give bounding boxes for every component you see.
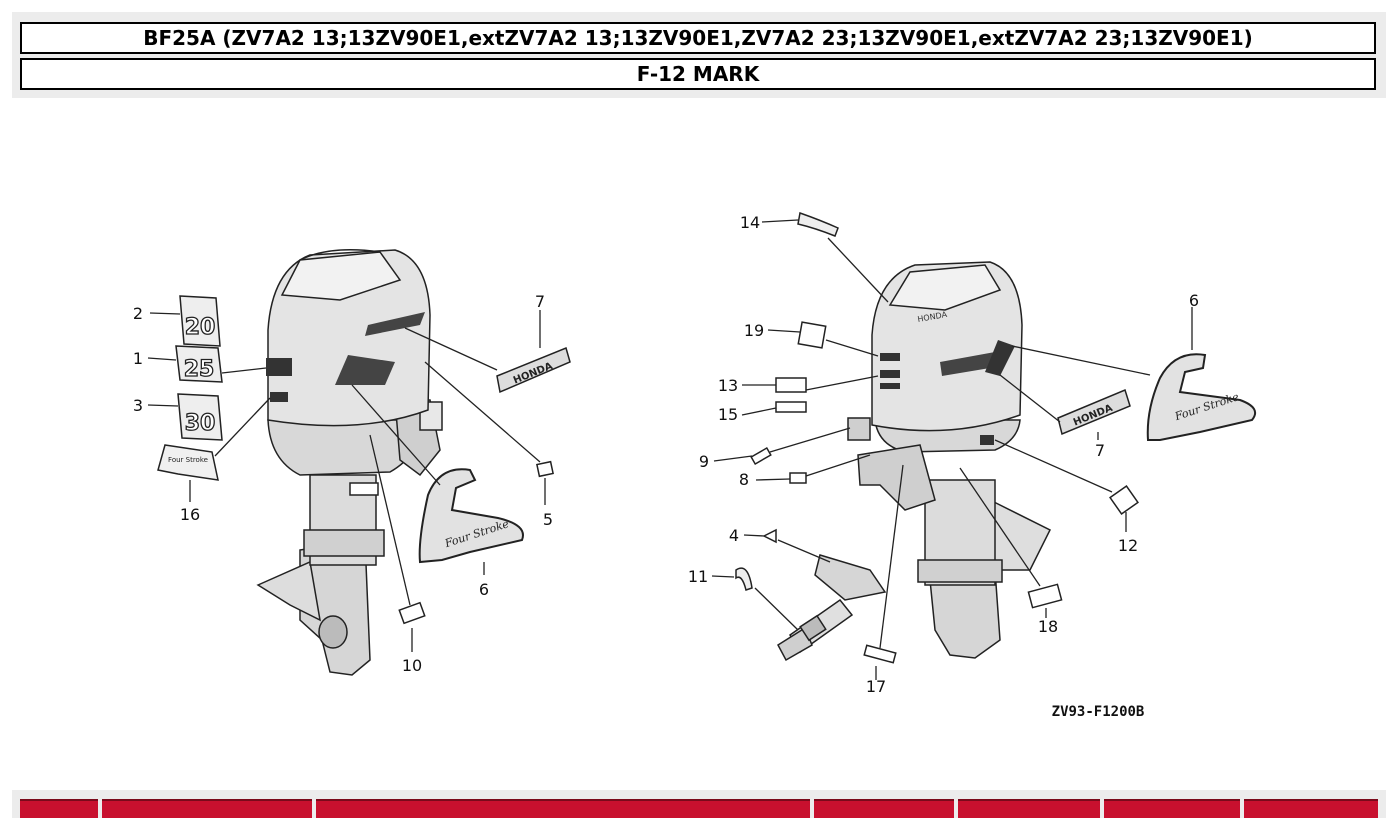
decal-11 — [735, 567, 753, 591]
tiller-handle — [777, 554, 887, 662]
table-header-cell — [1104, 799, 1240, 818]
callout-6-right: 6 — [1189, 291, 1199, 310]
decal-19 — [797, 321, 827, 349]
svg-text:Four Stroke: Four Stroke — [168, 456, 208, 464]
callout-18: 18 — [1038, 617, 1058, 636]
table-header-cell — [958, 799, 1100, 818]
callout-6: 6 — [479, 580, 489, 599]
section-title: F-12 MARK — [20, 58, 1376, 90]
decal-15 — [775, 401, 807, 413]
callout-17: 17 — [866, 677, 886, 696]
four-stroke-small-decal: Four Stroke — [157, 444, 219, 481]
callout-14: 14 — [740, 213, 760, 232]
badge-25-decal: 25 — [175, 345, 223, 383]
table-header-cell — [20, 799, 98, 818]
badge-30-decal: 30 — [177, 393, 223, 441]
callout-13: 13 — [718, 376, 738, 395]
right-outboard-motor: HONDA — [847, 261, 1052, 659]
callout-1: 1 — [133, 349, 143, 368]
callout-9: 9 — [699, 452, 709, 471]
callout-7-right: 7 — [1095, 441, 1105, 460]
four-stroke-decal-right: Four Stroke — [1146, 353, 1256, 441]
left-callouts: 2 1 3 16 7 5 6 10 — [133, 292, 553, 675]
callout-10: 10 — [402, 656, 422, 675]
table-header-cell — [102, 799, 312, 818]
callout-4: 4 — [729, 526, 739, 545]
decal-5 — [536, 460, 554, 478]
callout-2: 2 — [133, 304, 143, 323]
model-title: BF25A (ZV7A2 13;13ZV90E1,extZV7A2 13;13Z… — [20, 22, 1376, 54]
honda-decal-left: HONDA — [496, 346, 571, 394]
parts-table-header — [12, 790, 1386, 818]
decal-4 — [762, 528, 777, 544]
decal-17 — [863, 644, 897, 664]
parts-diagram: 20 25 30 Four Stroke HONDA Four Stroke — [0, 100, 1399, 790]
callout-7: 7 — [535, 292, 545, 311]
header-panel: BF25A (ZV7A2 13;13ZV90E1,extZV7A2 13;13Z… — [12, 12, 1386, 98]
decal-13 — [775, 377, 807, 393]
decal-9 — [750, 447, 772, 465]
badge-20-decal: 20 — [179, 295, 221, 347]
four-stroke-decal-left: Four Stroke — [418, 468, 524, 564]
callout-16: 16 — [180, 505, 200, 524]
table-header-cell — [316, 799, 810, 818]
callout-15: 15 — [718, 405, 738, 424]
decal-12 — [1109, 485, 1139, 515]
table-header-cell — [814, 799, 954, 818]
drawing-code: ZV93-F1200B — [1052, 704, 1145, 720]
decal-10 — [398, 601, 426, 625]
callout-12: 12 — [1118, 536, 1138, 555]
table-header-cell — [1244, 799, 1378, 818]
callout-19: 19 — [744, 321, 764, 340]
decal-18 — [1027, 583, 1063, 609]
decal-8 — [789, 472, 807, 484]
callout-11: 11 — [688, 567, 708, 586]
callout-8: 8 — [739, 470, 749, 489]
left-outboard-motor — [256, 249, 443, 676]
callout-5: 5 — [543, 510, 553, 529]
decal-14 — [797, 212, 839, 237]
callout-3: 3 — [133, 396, 143, 415]
svg-text:25: 25 — [184, 357, 215, 382]
honda-decal-right: HONDA — [1057, 388, 1131, 436]
svg-text:30: 30 — [185, 411, 216, 436]
svg-text:20: 20 — [185, 315, 216, 340]
right-callouts: 14 19 13 15 9 8 4 11 17 6 7 12 18 — [688, 213, 1199, 696]
